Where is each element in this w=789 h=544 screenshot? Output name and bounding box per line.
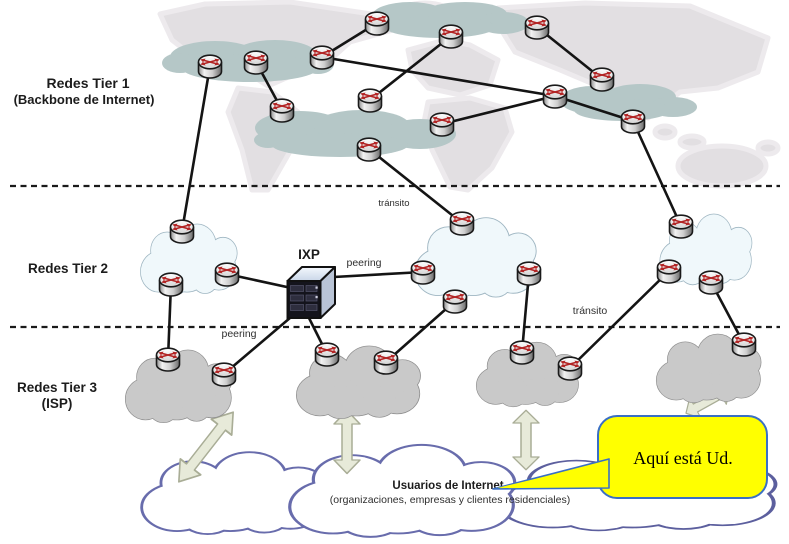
router-icon bbox=[511, 341, 534, 364]
transit-label-right: tránsito bbox=[573, 305, 608, 317]
connection-line bbox=[320, 55, 557, 98]
transit-label-top: tránsito bbox=[378, 198, 409, 209]
router-icon bbox=[311, 46, 334, 69]
connection-line bbox=[368, 34, 453, 102]
router-icon bbox=[559, 357, 582, 380]
connection-line bbox=[440, 94, 557, 126]
connection-line bbox=[553, 94, 635, 123]
tier2-cloud bbox=[415, 218, 536, 299]
callout-text: Aquí está Ud. bbox=[633, 448, 732, 468]
router-icon bbox=[171, 220, 194, 243]
router-icon bbox=[440, 25, 463, 48]
map-landmass bbox=[755, 139, 781, 157]
peering-label-bottom: peering bbox=[221, 328, 256, 340]
ixp-switch-box bbox=[286, 266, 336, 319]
tier3-label: Redes Tier 3 bbox=[17, 380, 98, 395]
router-icon bbox=[444, 290, 467, 313]
router-icon bbox=[622, 110, 645, 133]
map-landmass bbox=[495, 0, 771, 121]
tier1-cloud bbox=[560, 84, 697, 121]
connection-line-transit bbox=[568, 269, 671, 370]
users-cloud-title: Usuarios de Internet bbox=[392, 480, 503, 492]
peering-label-right: peering bbox=[346, 257, 381, 269]
router-icon bbox=[358, 138, 381, 161]
router-icon bbox=[359, 89, 382, 112]
router-icon bbox=[157, 348, 180, 371]
map-landmass bbox=[652, 123, 678, 141]
router-icon bbox=[271, 99, 294, 122]
router-icon bbox=[670, 215, 693, 238]
access-arrow bbox=[333, 409, 361, 475]
router-icon bbox=[366, 12, 389, 35]
router-icon bbox=[544, 85, 567, 108]
tier1-label: Redes Tier 1 bbox=[46, 75, 129, 91]
tier1-sublabel: (Backbone de Internet) bbox=[14, 92, 155, 107]
map-landmass bbox=[675, 143, 769, 189]
router-icon bbox=[591, 68, 614, 91]
map-landmass bbox=[677, 133, 707, 151]
router-icon bbox=[518, 262, 541, 285]
router-icon bbox=[375, 351, 398, 374]
router-icon bbox=[316, 343, 339, 366]
connection-line-peering bbox=[222, 310, 299, 376]
connection-line-transit bbox=[367, 147, 464, 225]
access-arrow bbox=[512, 409, 540, 471]
router-icon bbox=[733, 333, 756, 356]
router-icon bbox=[431, 113, 454, 136]
router-icon bbox=[700, 271, 723, 294]
router-icon bbox=[526, 16, 549, 39]
connection-line bbox=[180, 64, 212, 233]
router-icon bbox=[216, 263, 239, 286]
connection-line bbox=[631, 119, 683, 228]
router-icon bbox=[160, 273, 183, 296]
tier2-label: Redes Tier 2 bbox=[28, 261, 108, 276]
ixp-label: IXP bbox=[298, 247, 320, 262]
tier3-sublabel: (ISP) bbox=[42, 396, 73, 411]
tier1-cloud bbox=[372, 2, 529, 38]
router-icon bbox=[412, 261, 435, 284]
connection-line bbox=[384, 299, 457, 364]
router-icon bbox=[451, 212, 474, 235]
connection-line bbox=[520, 271, 531, 354]
router-icon bbox=[245, 51, 268, 74]
router-icon bbox=[658, 260, 681, 283]
router-icon bbox=[213, 363, 236, 386]
users-cloud-subtitle: (organizaciones, empresas y clientes res… bbox=[330, 494, 570, 506]
router-icon bbox=[199, 55, 222, 78]
callout-bubble: Aquí está Ud. bbox=[492, 415, 768, 499]
